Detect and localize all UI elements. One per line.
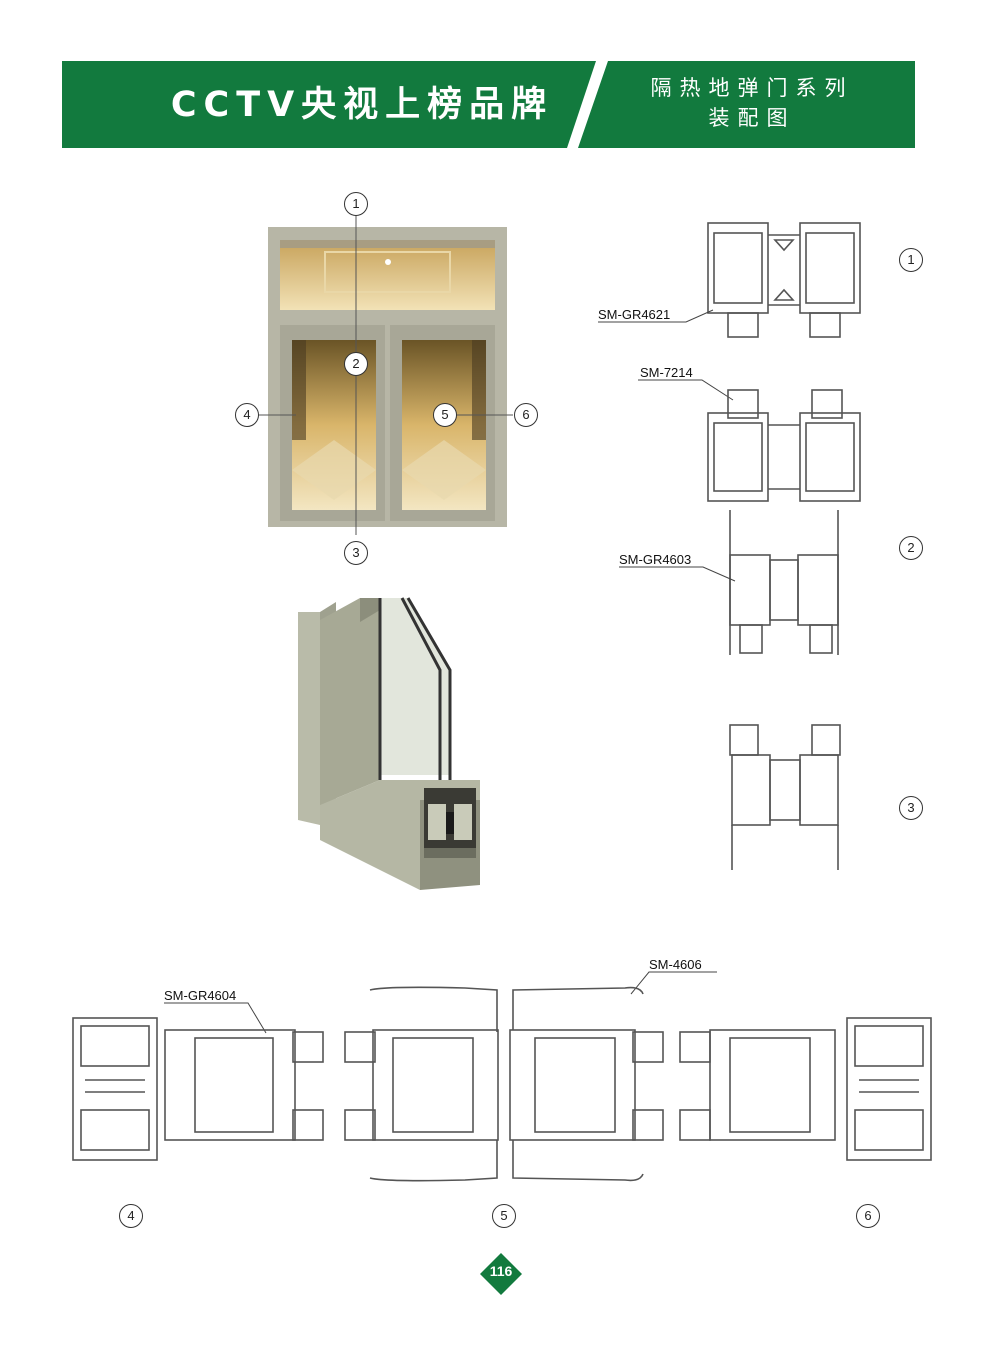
profile-label-gr4604: SM-GR4604 [164, 988, 237, 1003]
diamond-icon [480, 1253, 522, 1295]
bottom-callout-5: 5 [492, 1204, 516, 1228]
section-callout-2: 2 [899, 536, 923, 560]
leader-m7214 [638, 379, 734, 401]
section-1-drawing [707, 222, 861, 338]
leader-m4606 [630, 971, 717, 995]
door-callout-5: 5 [433, 403, 457, 427]
leader-gr4621 [598, 309, 714, 323]
section-3-drawing [729, 724, 841, 870]
header-banner: CCTV央视上榜品牌 隔热地弹门系列 装配图 [62, 61, 915, 148]
profile-corner-3d-image [298, 597, 480, 890]
leader-gr4603 [619, 566, 736, 582]
door-callout-1: 1 [344, 192, 368, 216]
series-title-line1: 隔热地弹门系列 [650, 76, 854, 100]
door-callout-4: 4 [235, 403, 259, 427]
bottom-callout-6: 6 [856, 1204, 880, 1228]
series-title-line2: 装配图 [708, 106, 796, 130]
page-number-badge: 116 [480, 1253, 522, 1295]
profile-label-m7214: SM-7214 [640, 365, 693, 380]
profile-label-gr4621: SM-GR4621 [598, 307, 671, 322]
bottom-callout-4: 4 [119, 1204, 143, 1228]
door-callout-3: 3 [344, 541, 368, 565]
section-callout-1: 1 [899, 248, 923, 272]
door-callout-2: 2 [344, 352, 368, 376]
door-elevation-image [258, 215, 513, 535]
profile-label-m4606: SM-4606 [649, 957, 702, 972]
series-title: 隔热地弹门系列 装配图 [602, 73, 902, 133]
page-number: 116 [489, 1263, 513, 1279]
profile-label-gr4603: SM-GR4603 [619, 552, 692, 567]
brand-title: CCTV央视上榜品牌 [170, 85, 554, 125]
horizontal-section-drawing [72, 986, 932, 1182]
section-callout-3: 3 [899, 796, 923, 820]
banner-shape [62, 61, 915, 148]
door-callout-6: 6 [514, 403, 538, 427]
section-2-drawing [707, 389, 861, 655]
leader-gr4604 [164, 1002, 267, 1034]
